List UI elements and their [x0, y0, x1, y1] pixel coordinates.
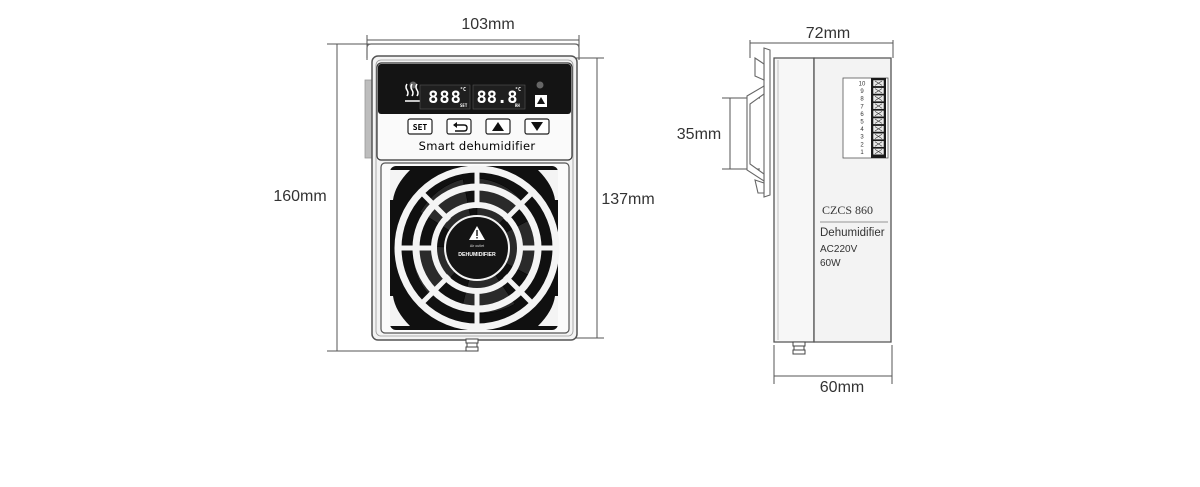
dim-side-depth-top: [749, 40, 894, 58]
terminal-screw-slot: [874, 80, 883, 86]
terminal-screw-slot: [874, 88, 883, 94]
heating-icon: [405, 83, 420, 102]
power-label: 60W: [820, 258, 841, 269]
return-arrow-icon: [454, 124, 468, 132]
fan-small-label: Air outlet: [470, 244, 484, 248]
side-drain-outlet: [792, 341, 806, 355]
terminal-screw-slot: [874, 103, 883, 109]
set-button-label: SET: [413, 123, 428, 132]
fan-label: DEHUMIDIFIER: [458, 252, 496, 258]
dim-label-front-height-total: 160mm: [273, 188, 326, 205]
right-indicator-led: [536, 81, 544, 89]
dim-label-front-width: 103mm: [461, 16, 514, 33]
terminal-number: 7: [860, 104, 864, 110]
down-arrow-icon: [531, 122, 543, 131]
terminal-block: 109 87 6 54 32 1: [842, 77, 889, 159]
terminal-number: 9: [860, 89, 864, 95]
dim-rail-height: [722, 97, 760, 170]
dim-side-depth-bottom: [773, 345, 893, 384]
back-button[interactable]: [446, 118, 472, 135]
warning-triangle-icon: [469, 226, 485, 240]
top-mounting-clip: [366, 43, 580, 58]
down-button[interactable]: [524, 118, 550, 135]
model-label: CZCS 860: [822, 203, 873, 217]
fan-mode-icon: [535, 95, 547, 107]
product-type-label: Dehumidifier: [820, 227, 885, 239]
din-rail-bracket: [746, 47, 771, 198]
dim-label-front-height-body: 137mm: [601, 191, 654, 208]
dim-label-side-depth-top: 72mm: [806, 25, 850, 42]
terminal-screw-slot: [874, 111, 883, 117]
terminal-screw-slot: [874, 95, 883, 101]
terminal-number: 1: [860, 150, 864, 156]
up-arrow-icon: [492, 122, 504, 131]
right-unit-label: °C: [515, 87, 521, 93]
terminal-number: 3: [860, 135, 864, 141]
up-button[interactable]: [485, 118, 511, 135]
left-sub-label: SET: [460, 103, 468, 108]
terminal-screw-slot: [874, 133, 883, 139]
left-temp-display: 888: [428, 88, 462, 108]
terminal-screw-slot: [874, 118, 883, 124]
dim-front-height-body: [575, 57, 604, 339]
terminal-screw-slot: [874, 141, 883, 147]
side-view: 72mm 60mm 35mm: [677, 25, 894, 396]
dim-label-rail-height: 35mm: [677, 126, 721, 143]
dim-label-side-depth-bottom: 60mm: [820, 379, 864, 396]
set-button[interactable]: SET: [407, 118, 433, 135]
right-sub-label: RH: [515, 103, 520, 108]
left-unit-label: °C: [460, 87, 466, 93]
terminal-number: 5: [860, 120, 864, 126]
front-view: 103mm 160mm 137mm: [273, 16, 655, 352]
right-humidity-display: 88.8: [477, 88, 518, 108]
dim-front-height-total: [327, 43, 470, 352]
fan-guard: [390, 165, 560, 331]
terminal-number: 2: [860, 142, 864, 148]
terminal-number: 8: [860, 97, 864, 103]
terminal-screw-slot: [874, 126, 883, 132]
terminal-number: 10: [859, 82, 866, 88]
terminal-number: 6: [860, 112, 864, 118]
voltage-label: AC220V: [820, 244, 858, 255]
product-name-label: Smart dehumidifier: [419, 139, 536, 153]
drain-outlet: [465, 338, 479, 352]
terminal-screw-slot: [874, 149, 883, 155]
terminal-number: 4: [860, 127, 864, 133]
